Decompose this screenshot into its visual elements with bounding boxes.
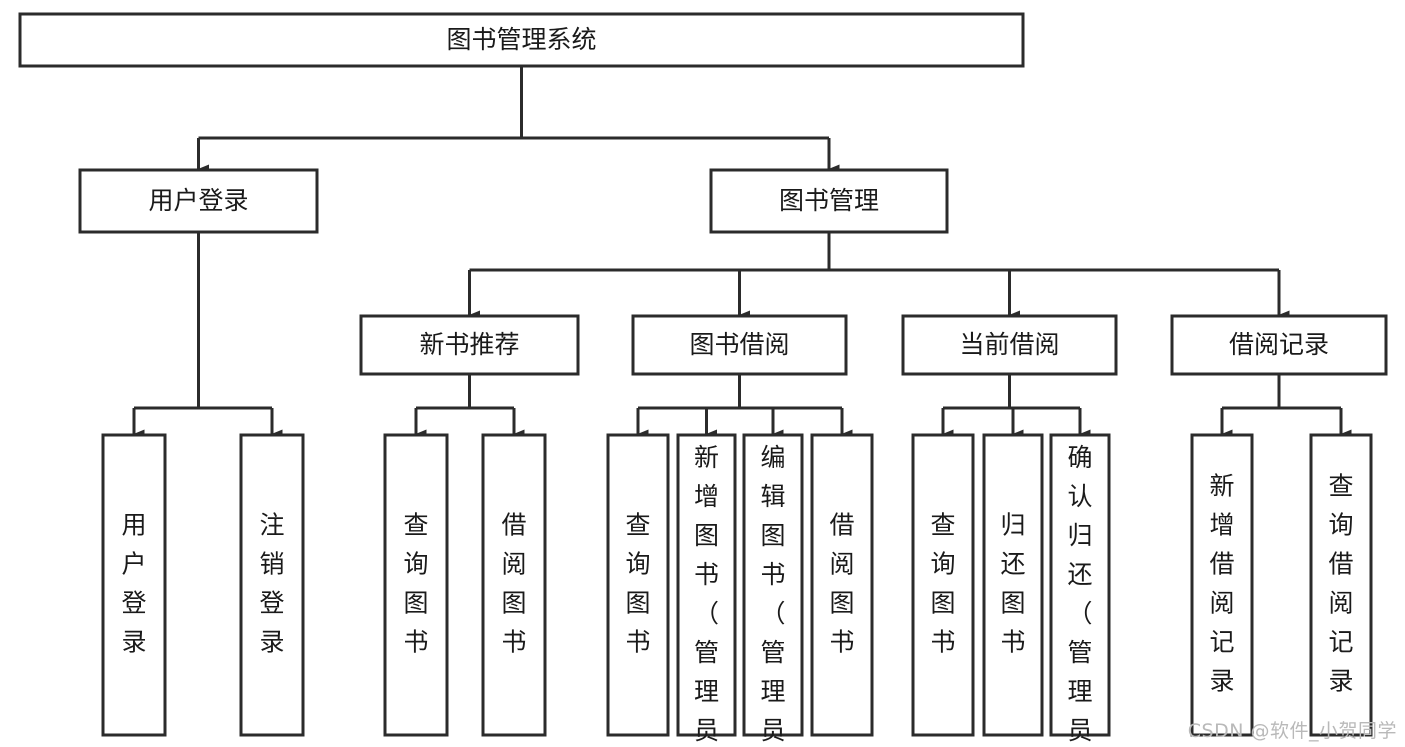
- node-leaf-6-编辑图书管理员[interactable]: 编辑图书（管理员）: [742, 433, 804, 747]
- node-leaf-0-用户登录[interactable]: 用户登录: [101, 433, 167, 737]
- node-l3-图书借阅-label: 图书借阅: [689, 330, 789, 359]
- node-leaf-3-借阅图书-label: 借阅图书: [501, 511, 526, 657]
- node-l2-用户登录-label: 用户登录: [148, 186, 248, 215]
- node-l3-新书推荐-label: 新书推荐: [419, 330, 519, 359]
- node-leaf-9-归还图书-label: 归还图书: [1000, 511, 1025, 657]
- node-l3-图书借阅-box[interactable]: [631, 314, 848, 376]
- node-l3-图书借阅[interactable]: 图书借阅: [631, 314, 848, 376]
- node-leaf-4-查询图书-label: 查询图书: [625, 511, 650, 657]
- node-leaf-10-确认归还管理员-box[interactable]: [1049, 433, 1111, 737]
- node-leaf-6-编辑图书管理员-label: 编辑图书（管理员）: [760, 443, 785, 747]
- node-leaf-7-借阅图书-box[interactable]: [810, 433, 874, 737]
- node-leaf-0-用户登录-label: 用户登录: [121, 511, 146, 657]
- node-leaf-9-归还图书-box[interactable]: [982, 433, 1044, 737]
- node-l3-借阅记录[interactable]: 借阅记录: [1170, 314, 1388, 376]
- node-leaf-10-确认归还管理员[interactable]: 确认归还（管理员）: [1049, 433, 1111, 747]
- node-leaf-8-查询图书[interactable]: 查询图书: [911, 433, 975, 737]
- node-leaf-4-查询图书-box[interactable]: [606, 433, 670, 737]
- node-leaf-1-注销登录-label: 注销登录: [259, 511, 284, 657]
- node-leaf-12-查询借阅记录-label: 查询借阅记录: [1328, 472, 1353, 696]
- node-l2-用户登录-box[interactable]: [78, 168, 319, 234]
- node-leaf-5-新增图书管理员[interactable]: 新增图书（管理员）: [676, 433, 737, 747]
- node-root-图书管理系统-label: 图书管理系统: [446, 25, 596, 54]
- node-leaf-12-查询借阅记录-box[interactable]: [1309, 433, 1373, 737]
- node-leaf-0-用户登录-box[interactable]: [101, 433, 167, 737]
- node-l2-图书管理[interactable]: 图书管理: [709, 168, 949, 234]
- node-l3-借阅记录-box[interactable]: [1170, 314, 1388, 376]
- node-l2-用户登录[interactable]: 用户登录: [78, 168, 319, 234]
- node-l3-借阅记录-label: 借阅记录: [1229, 330, 1329, 359]
- node-leaf-7-借阅图书[interactable]: 借阅图书: [810, 433, 874, 737]
- node-l3-新书推荐-box[interactable]: [359, 314, 580, 376]
- node-leaf-5-新增图书管理员-label: 新增图书（管理员）: [694, 443, 719, 747]
- node-l2-图书管理-box[interactable]: [709, 168, 949, 234]
- node-l3-新书推荐[interactable]: 新书推荐: [359, 314, 580, 376]
- node-leaf-12-查询借阅记录[interactable]: 查询借阅记录: [1309, 433, 1373, 737]
- node-leaf-7-借阅图书-label: 借阅图书: [829, 511, 854, 657]
- node-leaf-8-查询图书-box[interactable]: [911, 433, 975, 737]
- node-leaf-9-归还图书[interactable]: 归还图书: [982, 433, 1044, 737]
- node-leaf-11-新增借阅记录[interactable]: 新增借阅记录: [1190, 433, 1254, 737]
- node-leaf-3-借阅图书[interactable]: 借阅图书: [481, 433, 547, 737]
- node-leaf-6-编辑图书管理员-box[interactable]: [742, 433, 804, 737]
- node-l2-图书管理-label: 图书管理: [779, 186, 879, 215]
- node-leaf-11-新增借阅记录-label: 新增借阅记录: [1209, 472, 1234, 696]
- node-leaf-10-确认归还管理员-label: 确认归还（管理员）: [1067, 443, 1092, 747]
- node-l3-当前借阅-box[interactable]: [901, 314, 1118, 376]
- node-l3-当前借阅-label: 当前借阅: [959, 330, 1059, 359]
- connector-layer: [132, 66, 1352, 439]
- node-leaf-8-查询图书-label: 查询图书: [930, 511, 955, 657]
- node-leaf-2-查询图书-label: 查询图书: [403, 511, 428, 657]
- node-l3-当前借阅[interactable]: 当前借阅: [901, 314, 1118, 376]
- node-leaf-2-查询图书[interactable]: 查询图书: [383, 433, 449, 737]
- node-leaf-3-借阅图书-box[interactable]: [481, 433, 547, 737]
- node-leaf-5-新增图书管理员-box[interactable]: [676, 433, 737, 737]
- node-layer: 图书管理系统用户登录图书管理新书推荐图书借阅当前借阅借阅记录用户登录注销登录查询…: [18, 12, 1388, 747]
- node-root-图书管理系统[interactable]: 图书管理系统: [18, 12, 1025, 68]
- node-leaf-1-注销登录[interactable]: 注销登录: [239, 433, 305, 737]
- node-leaf-2-查询图书-box[interactable]: [383, 433, 449, 737]
- node-leaf-4-查询图书[interactable]: 查询图书: [606, 433, 670, 737]
- node-leaf-11-新增借阅记录-box[interactable]: [1190, 433, 1254, 737]
- node-leaf-1-注销登录-box[interactable]: [239, 433, 305, 737]
- node-root-图书管理系统-box[interactable]: [18, 12, 1025, 68]
